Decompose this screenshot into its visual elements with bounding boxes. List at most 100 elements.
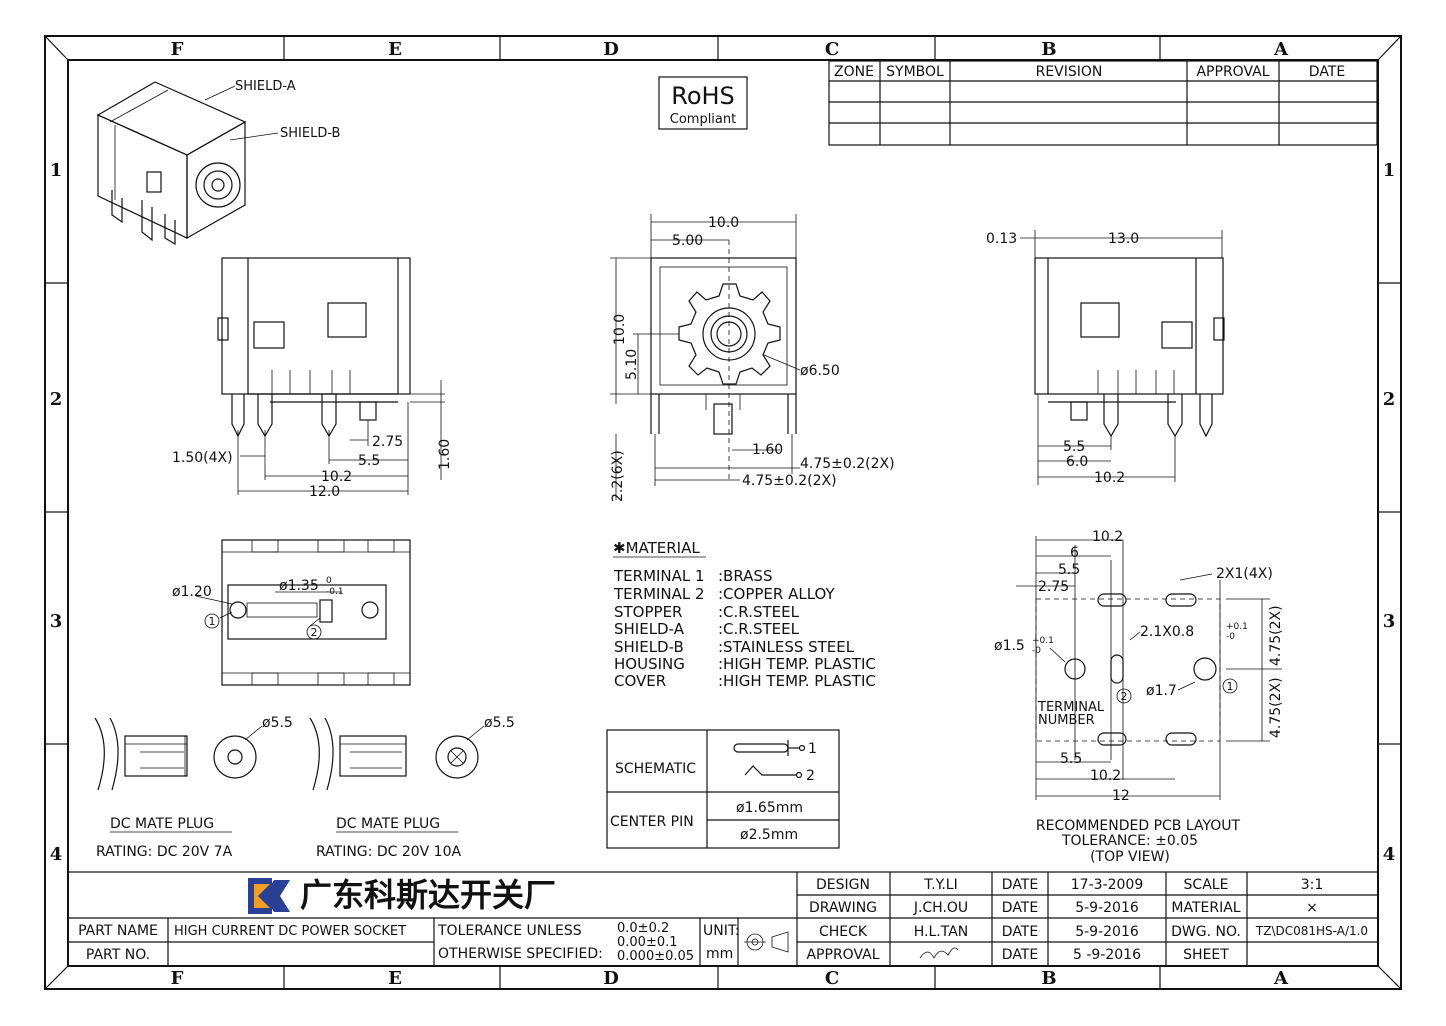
pcb-terminal-2: 2 xyxy=(1121,690,1128,703)
material-part-5: SHIELD-B xyxy=(614,638,684,656)
plug-10a-title: DC MATE PLUG xyxy=(336,816,440,832)
company-name: 广东科斯达开关厂 xyxy=(300,876,556,914)
schematic-table: SCHEMATIC 1 2 CENTER PIN ø1.65mm ø2.5mm xyxy=(606,729,840,849)
pcb-hole-1-7: ø1.7 xyxy=(1146,683,1177,699)
zone-3-right: 3 xyxy=(1383,611,1396,632)
bottom-terminal-2: 2 xyxy=(311,626,318,639)
check-name: H.L.TAN xyxy=(914,924,969,940)
side-dim-10-2: 10.2 xyxy=(321,469,352,485)
zone-labels-bottom: F E D C B A xyxy=(171,968,1289,989)
pcb-number-label: NUMBER xyxy=(1038,713,1095,728)
side-dim-pin-width: 1.50(4X) xyxy=(172,450,233,466)
material-part-4: SHIELD-A xyxy=(614,620,685,638)
tolerance-value-1: 0.0±0.2 xyxy=(617,921,669,936)
zone-c-bottom: C xyxy=(825,968,839,989)
approval-label: APPROVAL xyxy=(806,947,879,963)
center-pin-2-5: ø2.5mm xyxy=(740,827,798,843)
right-dim-0-13: 0.13 xyxy=(986,231,1017,247)
material-part-7: COVER xyxy=(614,672,666,690)
right-dim-5-5: 5.5 xyxy=(1063,439,1085,455)
pcb-slot-tol-up: +0.1 xyxy=(1226,622,1248,632)
zone-4-left: 4 xyxy=(50,844,63,865)
bottom-view: ø1.20 ø1.35 0 -0.1 1 2 xyxy=(172,539,411,686)
title-block: 广东科斯达开关厂 DESIGN T.Y.LI DATE 17-3-2009 SC… xyxy=(68,871,1378,966)
bottom-terminal-1: 1 xyxy=(209,615,216,628)
side-dim-12-0: 12.0 xyxy=(309,484,340,500)
isometric-view: SHIELD-A SHIELD-B xyxy=(96,79,340,246)
plug-7a-rating: RATING: DC 20V 7A xyxy=(96,844,233,860)
rohs-badge: RoHS Compliant xyxy=(658,76,748,130)
plug-10a-rating: RATING: DC 20V 10A xyxy=(316,844,461,860)
pcb-dim-2-75: 2.75 xyxy=(1038,579,1069,595)
material-part-1: TERMINAL 1 xyxy=(613,567,705,585)
front-dim-4-75-a: 4.75±0.2(2X) xyxy=(800,456,895,472)
front-dim-dia-6-50: ø6.50 xyxy=(800,363,840,379)
zone-labels-side: 1 2 3 4 1 2 3 4 xyxy=(50,160,1396,865)
tolerance-line-2: OTHERWISE SPECIFIED: xyxy=(438,946,603,962)
pcb-dim-10-2-bottom: 10.2 xyxy=(1090,768,1121,784)
material-part-6: HOUSING xyxy=(614,655,685,673)
rev-header-revision: REVISION xyxy=(1036,64,1103,80)
material-value-4: :C.R.STEEL xyxy=(718,620,800,638)
material-title: ✱MATERIAL xyxy=(613,539,700,557)
front-dim-5-00: 5.00 xyxy=(672,233,703,249)
material-value-2: :COPPER ALLOY xyxy=(718,585,836,603)
company-logo xyxy=(248,878,290,914)
approval-date-label: DATE xyxy=(1002,947,1038,963)
projection-symbol-icon xyxy=(744,931,789,953)
pcb-tolerance: TOLERANCE: ±0.05 xyxy=(1061,833,1198,849)
zone-e-bottom: E xyxy=(388,968,402,989)
material-value-7: :HIGH TEMP. PLASTIC xyxy=(718,672,876,690)
bottom-dim-dia-1-20: ø1.20 xyxy=(172,584,212,600)
zone-1-right: 1 xyxy=(1383,160,1396,181)
plug-7a-dim: ø5.5 xyxy=(262,715,293,731)
center-pin-1-65: ø1.65mm xyxy=(736,800,803,816)
sheet-label: SHEET xyxy=(1183,947,1229,963)
side-dim-2-75: 2.75 xyxy=(372,434,403,450)
zone-d-top: D xyxy=(603,39,619,60)
plug-7a-title: DC MATE PLUG xyxy=(110,816,214,832)
zone-f-top: F xyxy=(171,39,184,60)
material-part-2: TERMINAL 2 xyxy=(613,585,705,603)
bottom-tol-up: 0 xyxy=(326,576,332,586)
label-shield-b: SHIELD-B xyxy=(280,126,340,141)
tolerance-value-3: 0.000±0.05 xyxy=(617,949,694,964)
rev-header-approval: APPROVAL xyxy=(1196,64,1269,80)
check-date-label: DATE xyxy=(1002,924,1038,940)
front-dim-2-2: 2.2(6X) xyxy=(610,450,626,502)
zone-a-bottom: A xyxy=(1273,968,1289,989)
rev-header-symbol: SYMBOL xyxy=(886,64,944,80)
right-dim-6-0: 6.0 xyxy=(1066,454,1088,470)
unit-label: UNIT: xyxy=(703,923,740,939)
zone-d-bottom: D xyxy=(603,968,619,989)
pcb-dim-4-75-lower: 4.75(2X) xyxy=(1268,677,1284,738)
center-pin-label: CENTER PIN xyxy=(610,814,694,830)
pcb-slot-tol-down: -0 xyxy=(1226,632,1235,642)
design-name: T.Y.LI xyxy=(923,877,957,893)
zone-4-right: 4 xyxy=(1383,844,1396,865)
rohs-title: RoHS xyxy=(671,82,735,110)
rohs-subtitle: Compliant xyxy=(670,112,736,127)
material-value-3: :C.R.STEEL xyxy=(718,603,800,621)
zone-labels-top: F E D C B A xyxy=(171,39,1289,60)
check-date: 5-9-2016 xyxy=(1075,924,1139,940)
drawing-label: DRAWING xyxy=(809,900,877,916)
mate-plug-7a: ø5.5 DC MATE PLUG RATING: DC 20V 7A xyxy=(94,715,293,860)
zone-3-left: 3 xyxy=(50,611,63,632)
schematic-label: SCHEMATIC xyxy=(615,761,696,777)
plug-10a-dim: ø5.5 xyxy=(484,715,515,731)
side-view-right: 0.13 13.0 5.5 6.0 10.2 xyxy=(986,230,1225,486)
revision-table: ZONE SYMBOL REVISION APPROVAL DATE xyxy=(828,60,1378,146)
material-value: × xyxy=(1306,900,1318,916)
front-dim-5-10: 5.10 xyxy=(624,349,640,380)
pcb-hole-1-5: ø1.5 xyxy=(994,638,1025,654)
pcb-dim-5-5-top: 5.5 xyxy=(1058,562,1080,578)
part-no-label: PART NO. xyxy=(86,947,150,963)
zone-c-top: C xyxy=(825,39,839,60)
front-dim-10-0-top: 10.0 xyxy=(708,215,739,231)
front-dim-4-75-b: 4.75±0.2(2X) xyxy=(742,473,837,489)
tolerance-line-1: TOLERANCE UNLESS xyxy=(437,923,582,939)
pcb-hole-tol-up: +0.1 xyxy=(1032,636,1054,646)
pcb-terminal-1: 1 xyxy=(1227,680,1234,693)
